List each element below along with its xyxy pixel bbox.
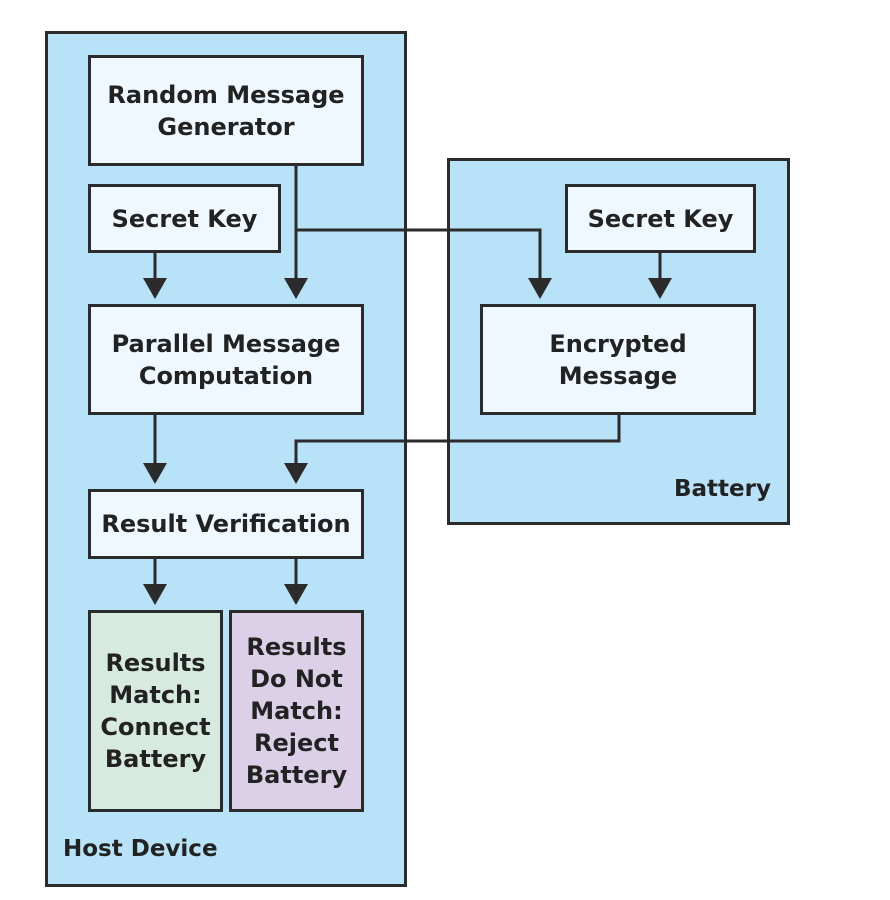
parallel-message-computation-node: Parallel Message Computation	[88, 304, 364, 415]
battery-secret-key-node: Secret Key	[565, 184, 756, 253]
host-device-label: Host Device	[63, 836, 218, 862]
result-verification-node: Result Verification	[88, 489, 364, 559]
random-message-generator-node: Random Message Generator	[88, 55, 364, 166]
results-do-not-match-node: Results Do Not Match: Reject Battery	[229, 610, 364, 812]
results-match-node: Results Match: Connect Battery	[88, 610, 223, 812]
host-secret-key-node: Secret Key	[88, 184, 281, 253]
arrow-encrypted-to-verification	[284, 413, 621, 484]
arrow-generator-to-encrypted	[296, 228, 552, 299]
battery-label: Battery	[674, 476, 771, 502]
encrypted-message-node: Encrypted Message	[480, 304, 756, 415]
